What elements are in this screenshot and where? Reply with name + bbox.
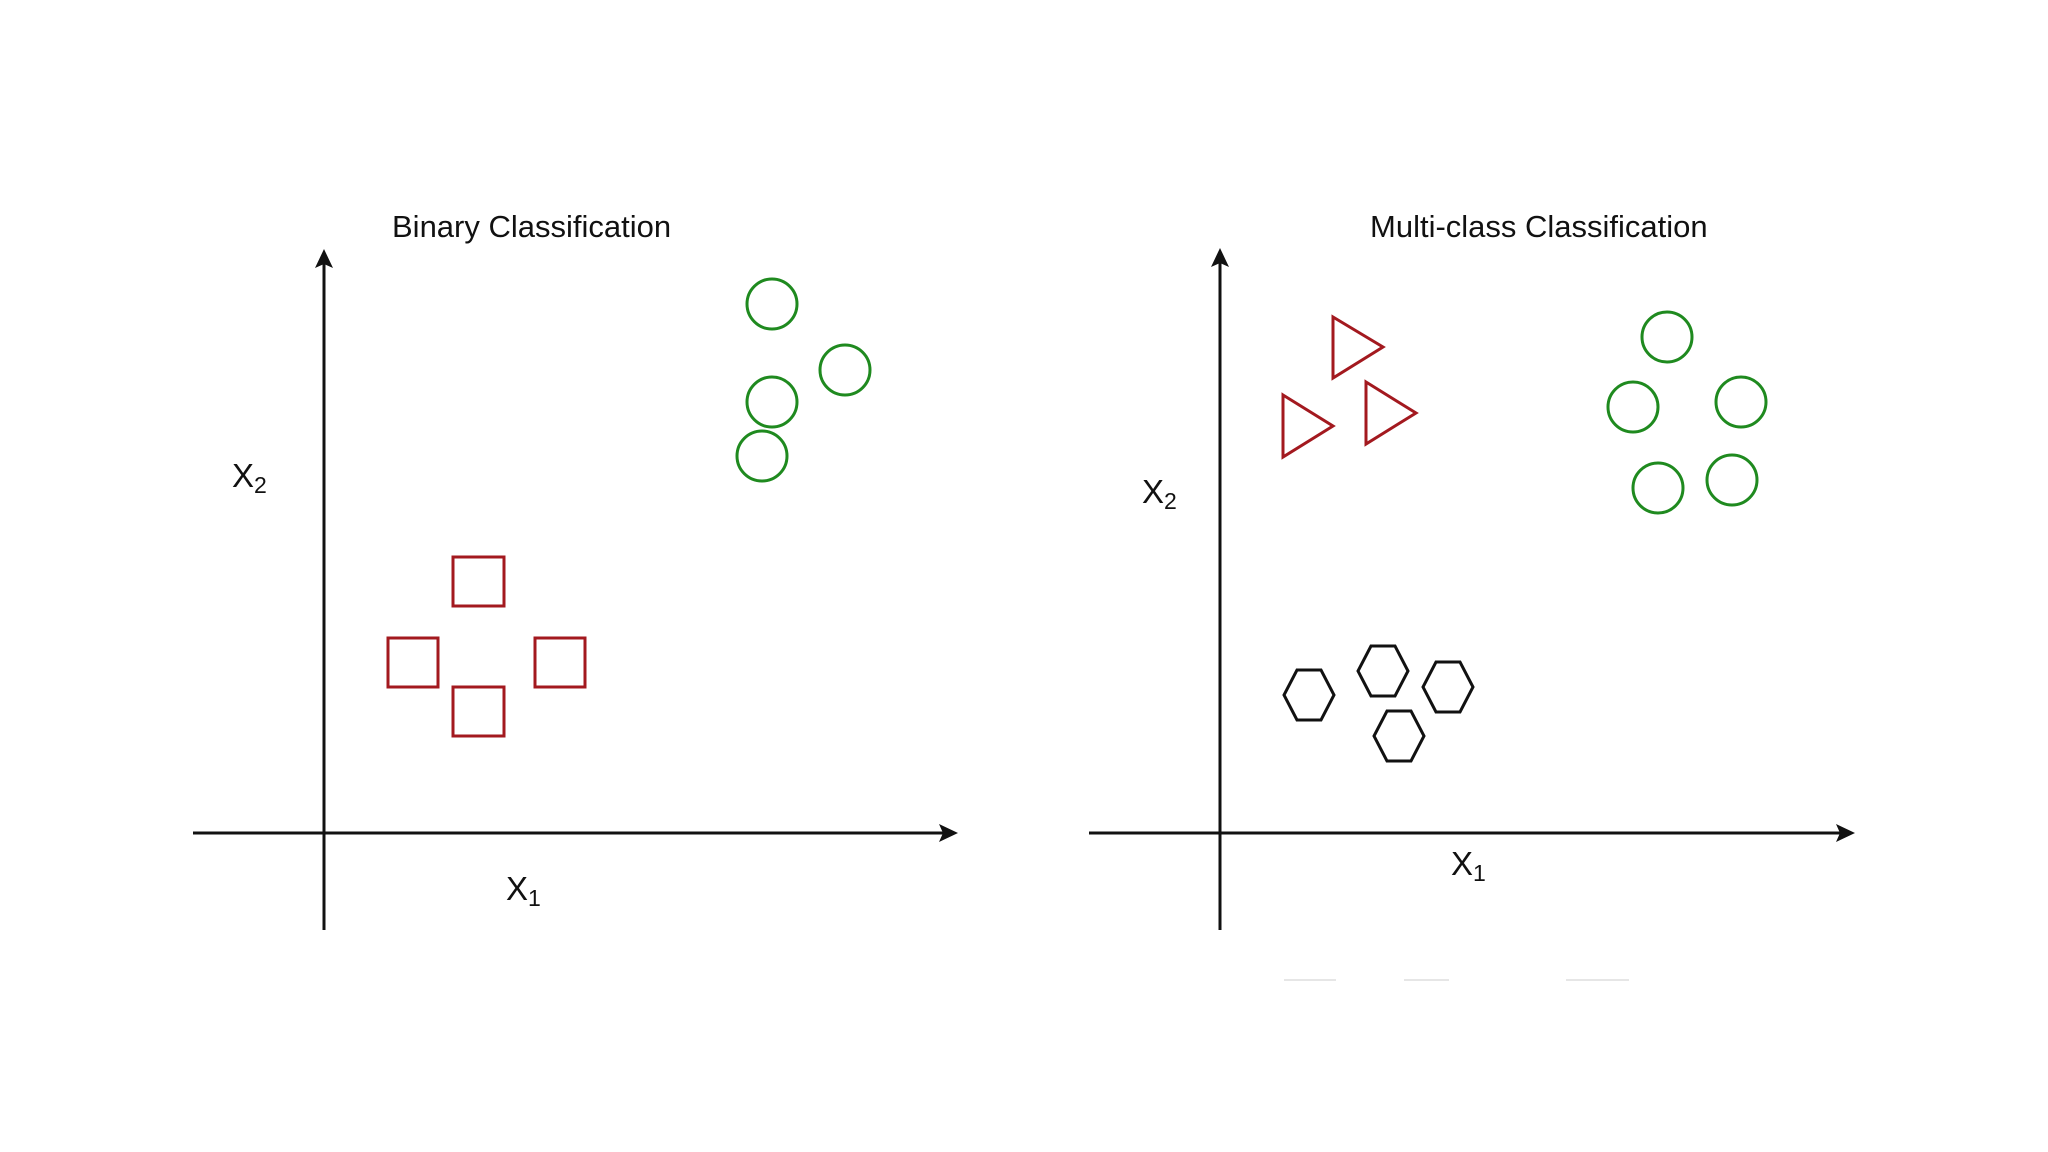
circle-marker xyxy=(1714,375,1768,429)
panel-title: Multi-class Classification xyxy=(1370,209,1708,244)
circle-marker xyxy=(1631,461,1685,515)
x-axis-label: X1 xyxy=(506,870,541,911)
circle-marker xyxy=(1606,380,1660,434)
x-axis-label: X1 xyxy=(1451,845,1486,886)
square-marker xyxy=(386,636,440,689)
hexagon-marker xyxy=(1356,644,1410,698)
x-axis-arrow-icon xyxy=(939,824,958,842)
hexagon-marker xyxy=(1421,660,1475,714)
hexagon-marker xyxy=(1282,668,1336,722)
square-class-points xyxy=(386,555,587,738)
square-marker xyxy=(451,555,506,608)
y-axis-arrow-icon xyxy=(315,249,333,268)
hexagon-class-points xyxy=(1282,644,1475,763)
circle-marker xyxy=(735,429,789,483)
circle-marker xyxy=(1640,310,1694,364)
square-marker xyxy=(451,685,506,738)
circle-marker xyxy=(745,277,799,331)
y-axis-label: X2 xyxy=(1142,473,1177,514)
circle-class-points xyxy=(1606,310,1768,515)
hexagon-marker xyxy=(1372,709,1426,763)
panel-title: Binary Classification xyxy=(392,209,671,244)
triangle-marker xyxy=(1364,379,1419,447)
binary-classification-panel: Binary Classification X2 X1 xyxy=(193,209,958,930)
triangle-marker xyxy=(1281,392,1336,460)
circle-marker xyxy=(745,375,799,429)
triangle-class-points xyxy=(1281,314,1419,460)
square-marker xyxy=(533,636,587,689)
circle-marker xyxy=(1705,453,1759,507)
circle-class-points xyxy=(735,277,872,483)
y-axis-arrow-icon xyxy=(1211,248,1229,267)
x-axis-arrow-icon xyxy=(1836,824,1855,842)
y-axis-label: X2 xyxy=(232,457,267,498)
circle-marker xyxy=(818,343,872,397)
triangle-marker xyxy=(1331,314,1386,381)
multiclass-classification-panel: Multi-class Classification X2 X1 xyxy=(1089,209,1855,981)
